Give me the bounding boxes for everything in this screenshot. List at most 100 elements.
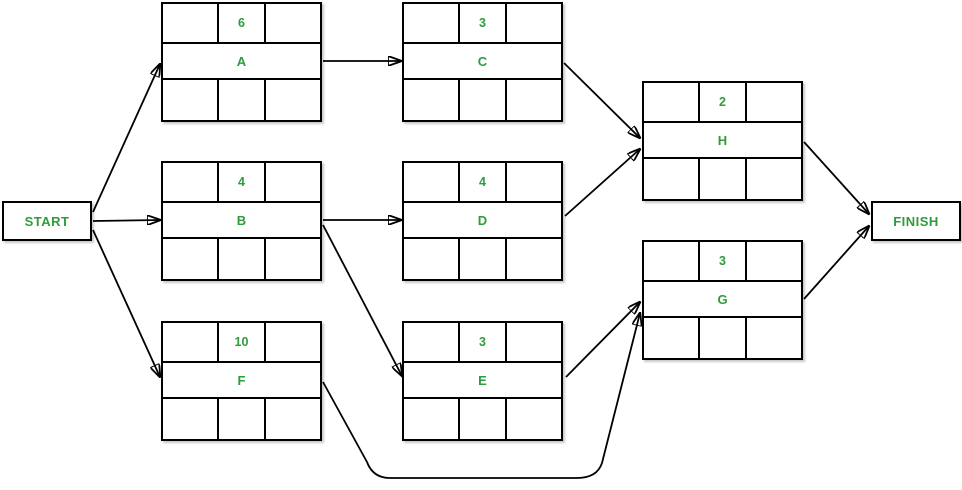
edge-e-g: [565, 302, 640, 378]
node-d-bottom-center-cell: [458, 239, 505, 279]
node-g-top-row: 3: [644, 242, 801, 282]
node-d-bottom-row: [404, 239, 561, 279]
node-c-duration: 3: [479, 15, 486, 30]
node-b-duration: 4: [238, 174, 245, 189]
node-d-duration-cell: 4: [458, 163, 505, 201]
node-d-bottom-left-cell: [404, 239, 458, 279]
node-f-duration-cell: 10: [217, 323, 264, 361]
node-a-bottom-center-cell: [217, 80, 264, 120]
node-h-duration: 2: [719, 94, 726, 109]
node-c-top-right-cell: [505, 4, 561, 42]
node-e-duration: 3: [479, 334, 486, 349]
node-f-top-row: 10: [163, 323, 320, 363]
node-e-top-right-cell: [505, 323, 561, 361]
node-g-name-row: G: [644, 282, 801, 318]
node-g: 3 G: [642, 240, 803, 360]
node-d-top-row: 4: [404, 163, 561, 203]
node-f-top-right-cell: [264, 323, 320, 361]
node-d-top-right-cell: [505, 163, 561, 201]
node-d-bottom-right-cell: [505, 239, 561, 279]
node-e-bottom-center-cell: [458, 399, 505, 439]
node-h-top-left-cell: [644, 83, 698, 121]
node-a-top-row: 6: [163, 4, 320, 44]
node-h: 2 H: [642, 81, 803, 201]
node-f-top-left-cell: [163, 323, 217, 361]
node-d-name: D: [477, 212, 488, 228]
node-g-duration: 3: [719, 253, 726, 268]
node-c-top-row: 3: [404, 4, 561, 44]
node-b-bottom-right-cell: [264, 239, 320, 279]
node-a: 6 A: [161, 2, 322, 122]
node-h-bottom-row: [644, 159, 801, 199]
node-b-name: B: [236, 212, 247, 228]
node-f: 10 F: [161, 321, 322, 441]
node-h-bottom-center-cell: [698, 159, 745, 199]
node-start: START: [2, 201, 92, 241]
edge-g-finish: [803, 226, 869, 300]
node-g-bottom-center-cell: [698, 318, 745, 358]
node-f-bottom-row: [163, 399, 320, 439]
node-g-bottom-left-cell: [644, 318, 698, 358]
node-c-bottom-center-cell: [458, 80, 505, 120]
node-f-name: F: [237, 372, 246, 388]
edge-start-a: [92, 64, 160, 213]
node-d-top-left-cell: [404, 163, 458, 201]
node-e-bottom-left-cell: [404, 399, 458, 439]
node-f-bottom-center-cell: [217, 399, 264, 439]
node-g-top-right-cell: [745, 242, 801, 280]
node-d: 4 D: [402, 161, 563, 281]
node-h-duration-cell: 2: [698, 83, 745, 121]
node-b-bottom-row: [163, 239, 320, 279]
node-b-bottom-center-cell: [217, 239, 264, 279]
node-g-top-left-cell: [644, 242, 698, 280]
edge-b-e: [322, 224, 402, 376]
node-b-bottom-left-cell: [163, 239, 217, 279]
node-h-name: H: [717, 132, 728, 148]
node-c-bottom-row: [404, 80, 561, 120]
node-c-top-left-cell: [404, 4, 458, 42]
node-a-bottom-right-cell: [264, 80, 320, 120]
finish-label: FINISH: [893, 213, 939, 229]
node-h-top-right-cell: [745, 83, 801, 121]
node-a-top-left-cell: [163, 4, 217, 42]
node-b-duration-cell: 4: [217, 163, 264, 201]
edge-d-h: [564, 149, 640, 217]
node-f-name-row: F: [163, 363, 320, 399]
node-b-top-row: 4: [163, 163, 320, 203]
node-b-top-right-cell: [264, 163, 320, 201]
edge-c-h: [563, 62, 640, 138]
node-h-top-row: 2: [644, 83, 801, 123]
node-f-bottom-left-cell: [163, 399, 217, 439]
node-c-name: C: [477, 53, 488, 69]
node-e-top-row: 3: [404, 323, 561, 363]
node-f-bottom-right-cell: [264, 399, 320, 439]
node-a-top-right-cell: [264, 4, 320, 42]
node-e-bottom-right-cell: [505, 399, 561, 439]
node-g-duration-cell: 3: [698, 242, 745, 280]
node-e-bottom-row: [404, 399, 561, 439]
node-h-bottom-left-cell: [644, 159, 698, 199]
node-finish: FINISH: [871, 201, 961, 241]
node-h-name-row: H: [644, 123, 801, 159]
node-a-bottom-left-cell: [163, 80, 217, 120]
edge-start-f: [92, 229, 160, 377]
node-g-bottom-row: [644, 318, 801, 358]
node-a-name: A: [236, 53, 247, 69]
node-a-duration-cell: 6: [217, 4, 264, 42]
node-h-bottom-right-cell: [745, 159, 801, 199]
node-c-name-row: C: [404, 44, 561, 80]
node-d-duration: 4: [479, 174, 486, 189]
node-c: 3 C: [402, 2, 563, 122]
node-a-name-row: A: [163, 44, 320, 80]
node-e: 3 E: [402, 321, 563, 441]
node-f-duration: 10: [234, 334, 249, 349]
node-b-name-row: B: [163, 203, 320, 239]
node-e-name: E: [478, 372, 487, 388]
node-c-bottom-right-cell: [505, 80, 561, 120]
edge-h-finish: [803, 141, 869, 214]
edge-start-b: [92, 220, 160, 221]
node-c-bottom-left-cell: [404, 80, 458, 120]
node-d-name-row: D: [404, 203, 561, 239]
node-g-name: G: [717, 291, 728, 307]
